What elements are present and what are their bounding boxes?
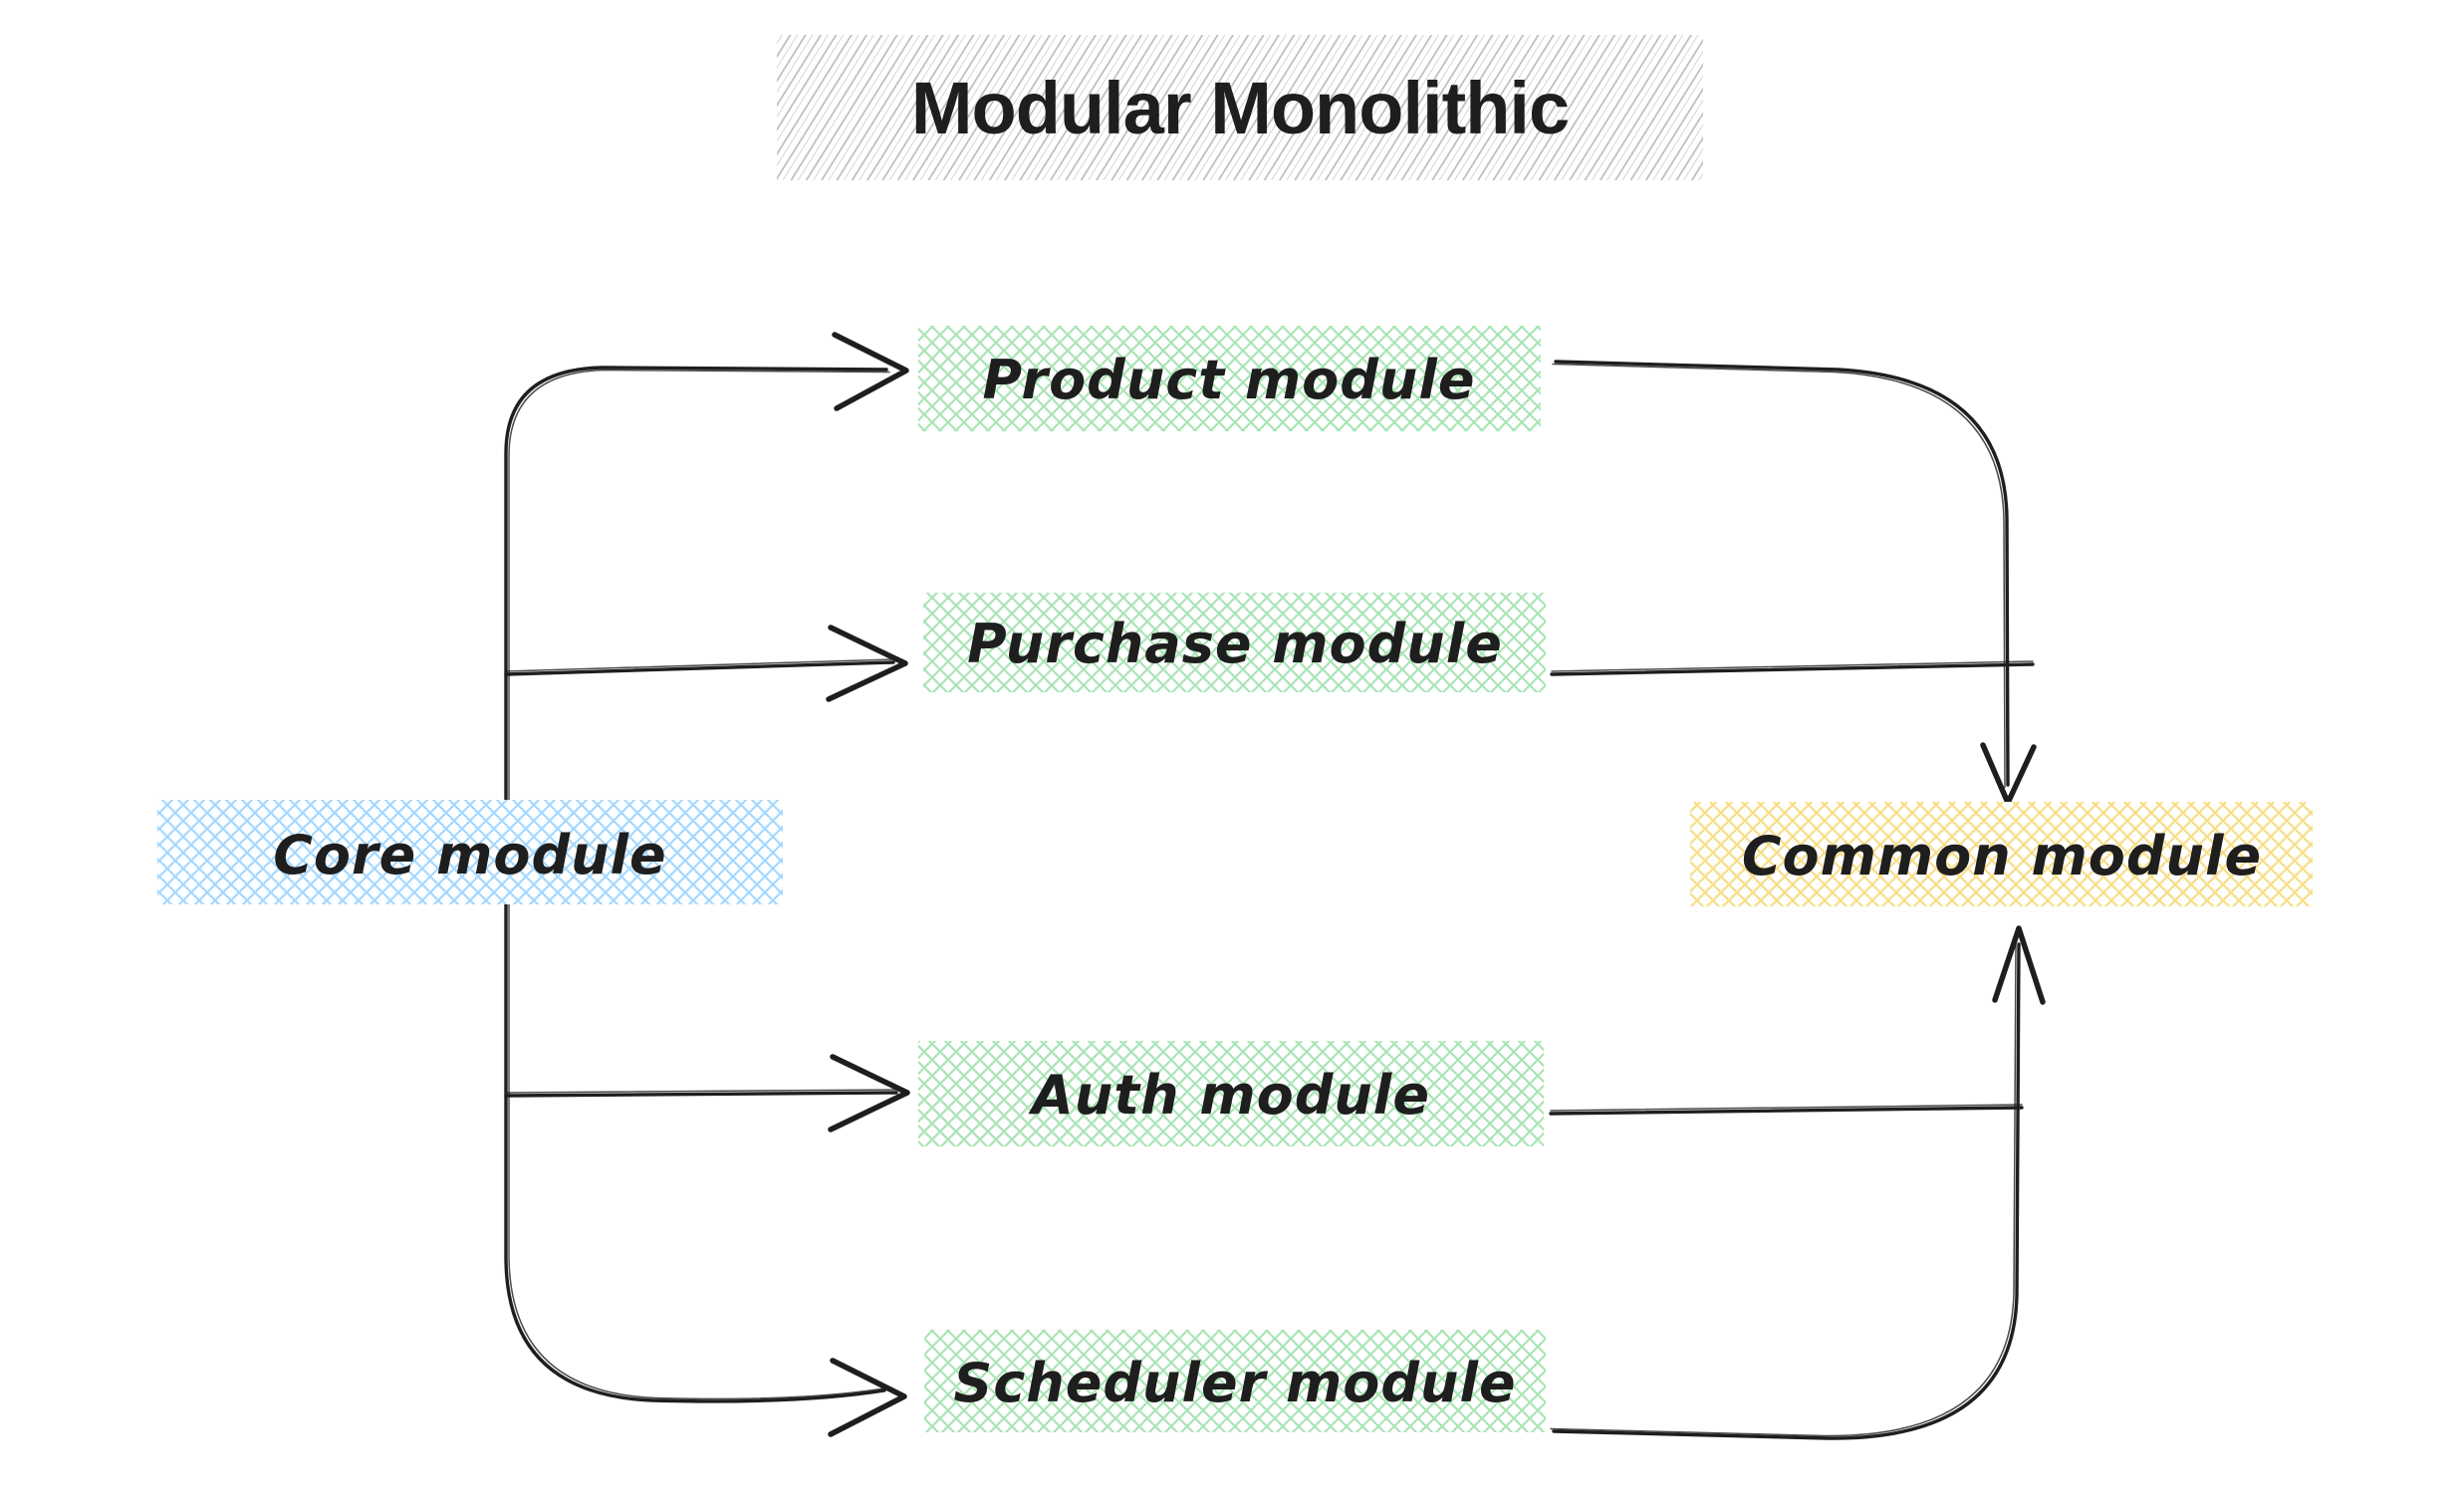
arrowhead-core-to-auth [828,1054,910,1132]
node-common-module-label: Common module [1742,825,2262,887]
edge-auth-to-common [1549,1104,2024,1116]
node-core-module-label: Core module [273,824,666,886]
node-product-module-box [918,326,1541,431]
edge-line-sketch [505,1089,897,1094]
edge-core-to-purchase [504,625,908,702]
node-purchase-module-label: Purchase module [967,613,1503,675]
edge-line-sketch [508,873,888,1400]
edge-line [504,875,886,1403]
edge-scheduler-to-common [1550,925,2046,1440]
nodes-layer [157,326,2313,1432]
node-product-module-label: Product module [983,349,1476,411]
node-common-module-box [1690,802,2313,906]
node-purchase-module-box [923,593,1546,692]
title-group: Modular Monolithic [777,35,1703,180]
node-scheduler-module-box [924,1330,1546,1432]
node-scheduler-module-label: Scheduler module [953,1352,1516,1414]
edge-line-sketch [1550,1104,2023,1112]
edge-core-to-scheduler [504,873,907,1437]
edge-line-sketch [505,658,894,672]
node-auth-module-label: Auth module [1028,1064,1430,1127]
edge-line [1550,662,2035,676]
node-auth-module-box [918,1041,1544,1146]
edge-line [504,660,895,676]
edge-product-to-common [1552,360,2037,806]
edge-line [504,1091,898,1098]
edge-line-sketch [1551,660,2034,672]
edge-line-sketch [1550,940,2017,1437]
arrowhead-core-to-product [832,332,909,411]
edge-line [1549,1106,2024,1116]
edge-line [1554,360,2010,787]
edge-purchase-to-common [1550,660,2035,676]
title-hatch-band [777,35,1703,180]
edge-line [1552,942,2021,1440]
page-title: Modular Monolithic [911,67,1569,149]
edge-line [504,366,888,849]
arrowhead-core-to-purchase [826,625,908,702]
edge-line-sketch [1552,363,2006,789]
edges-layer [504,332,2046,1440]
labels-layer: Core module Product module Purchase modu… [273,349,2262,1414]
edge-core-to-product [504,332,909,851]
node-core-module-box [157,800,783,904]
edge-core-to-auth [504,1054,910,1132]
arrowhead-scheduler-to-common [1992,925,2046,1005]
edge-line-sketch [508,369,890,851]
arrowhead-core-to-scheduler [828,1358,907,1437]
